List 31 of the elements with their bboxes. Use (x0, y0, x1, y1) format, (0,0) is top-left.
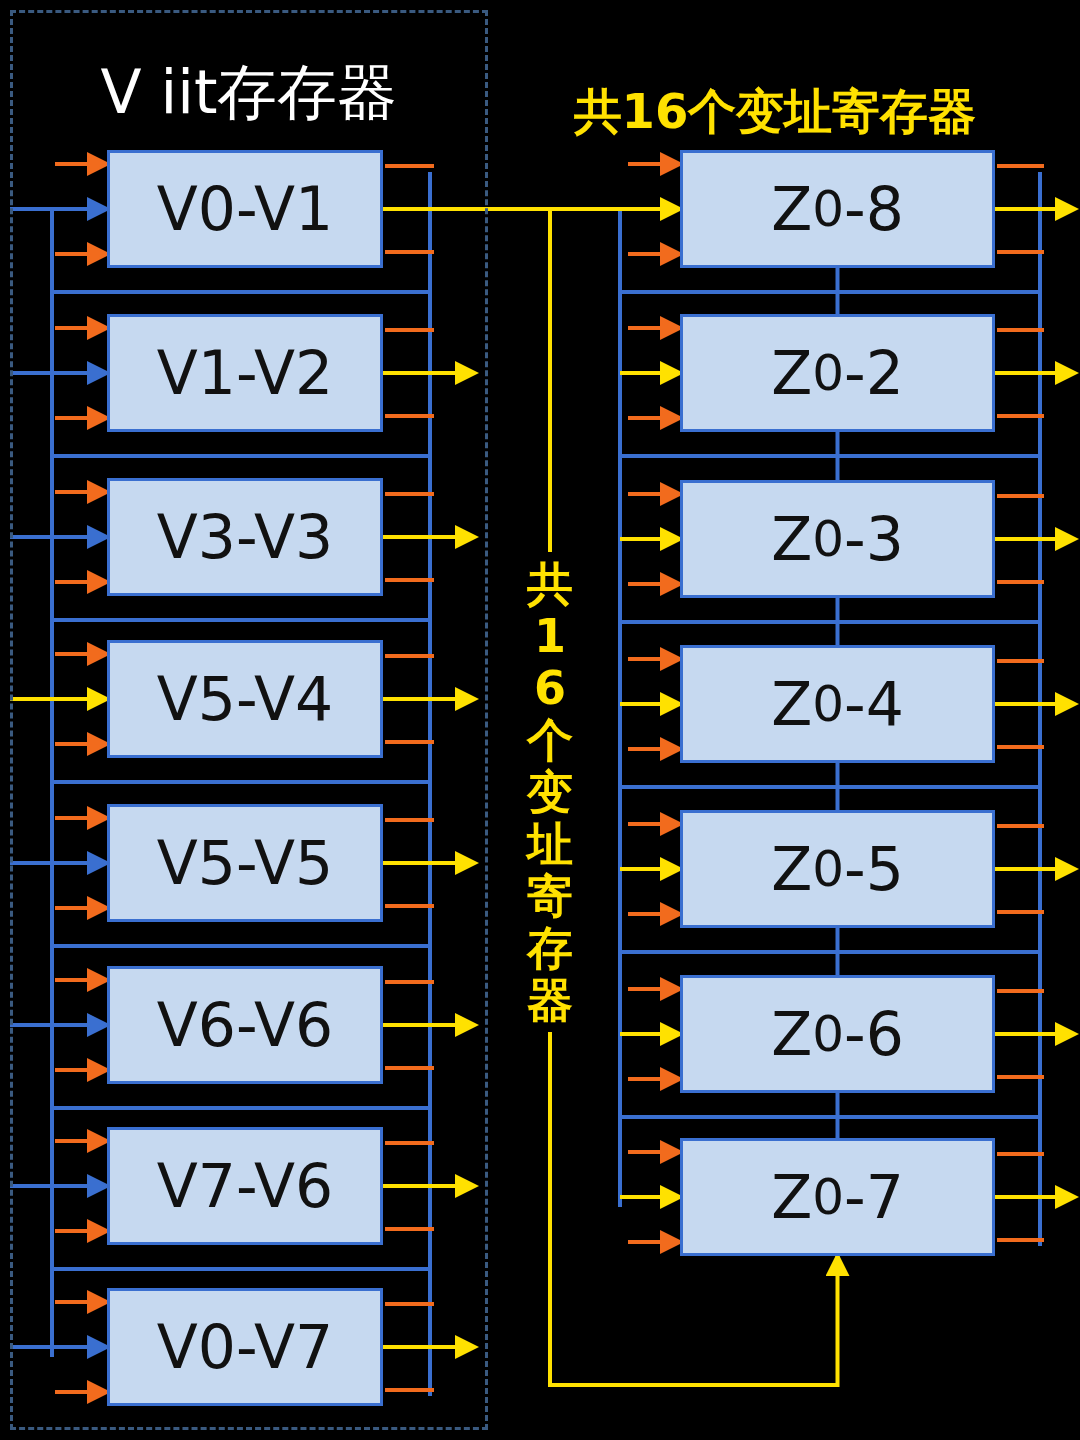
register-box: V7-V6 (107, 1127, 383, 1245)
connector-line (835, 268, 840, 314)
arrow (995, 692, 1079, 716)
arrow (995, 361, 1079, 385)
arrow (383, 1013, 479, 1037)
heading: 共16个变址寄存器 (572, 82, 978, 141)
arrow (995, 1022, 1079, 1046)
arrow (383, 1335, 479, 1359)
connector-line (835, 763, 840, 810)
arrow (383, 687, 479, 711)
register-box: V5-V4 (107, 640, 383, 758)
arrow (383, 361, 479, 385)
arrow (995, 857, 1079, 881)
arrow (995, 1185, 1079, 1209)
register-box: V6-V6 (107, 966, 383, 1084)
register-box: V0-V7 (107, 1288, 383, 1406)
register-box: V0-V1 (107, 150, 383, 268)
connector-line (835, 598, 840, 645)
register-box: V5-V5 (107, 804, 383, 922)
connector-line (835, 1093, 840, 1138)
arrow (995, 197, 1079, 221)
group-heading: V iit存存器 (99, 56, 399, 129)
connector-line (835, 928, 840, 975)
arrow (995, 527, 1079, 551)
connector-line (835, 432, 840, 480)
register-box: V3-V3 (107, 478, 383, 596)
dashed-group-frame (10, 10, 488, 1430)
arrow (383, 1174, 479, 1198)
arrow (383, 525, 479, 549)
register-box: V1-V2 (107, 314, 383, 432)
arrow (383, 851, 479, 875)
